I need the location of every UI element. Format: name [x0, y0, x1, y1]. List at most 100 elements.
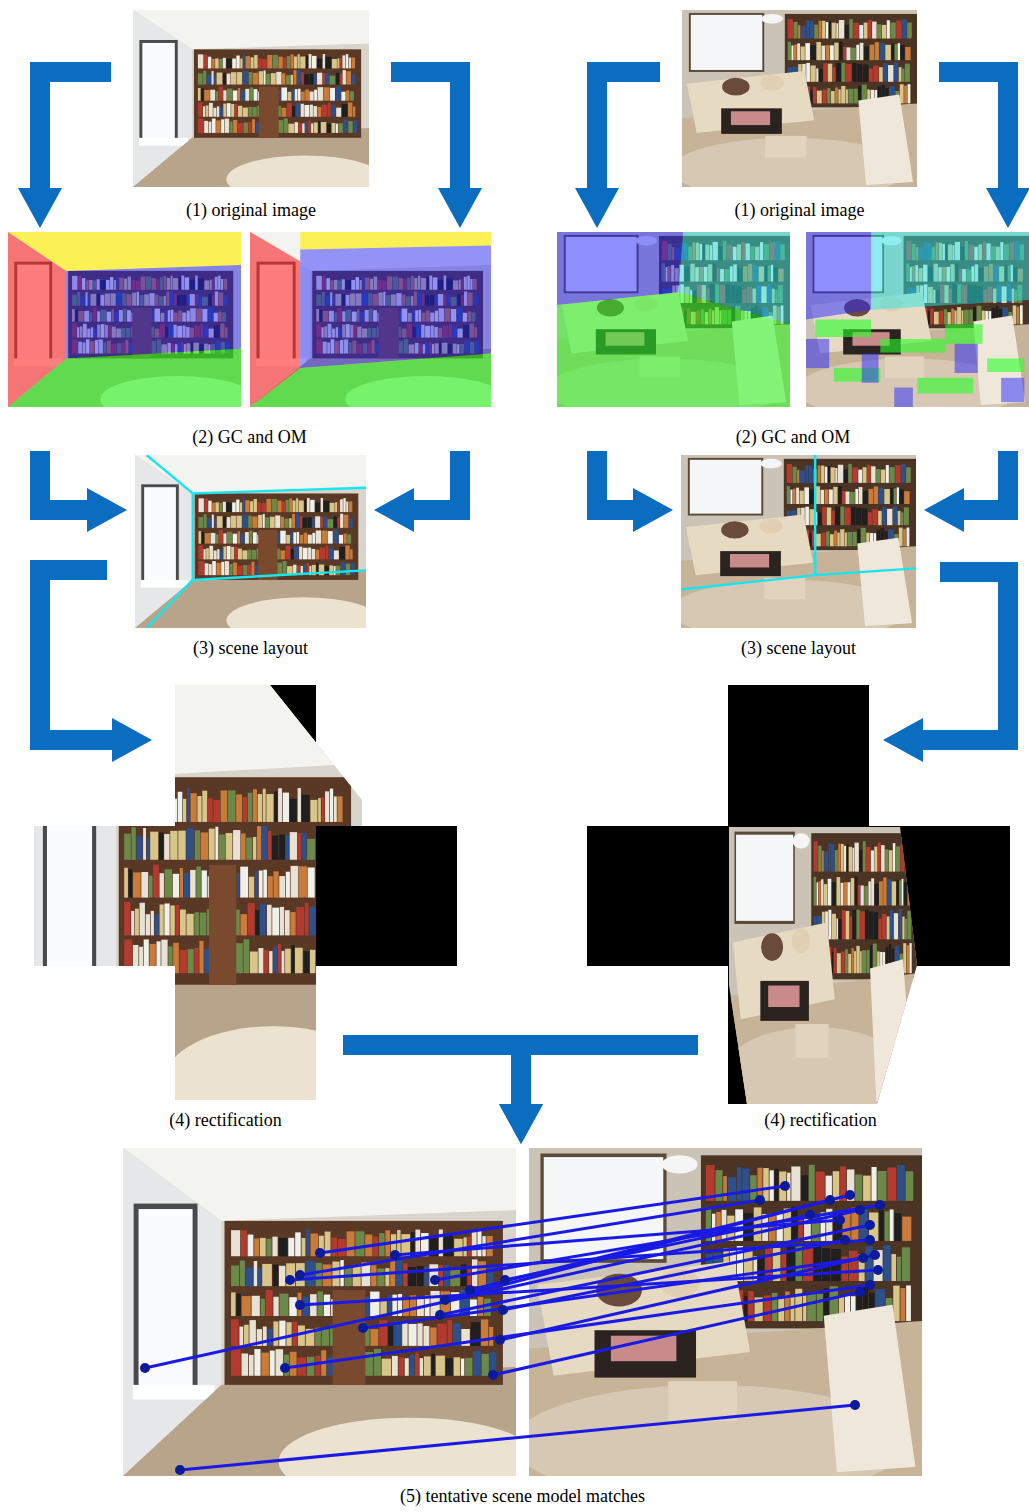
book	[273, 55, 278, 68]
book	[340, 58, 342, 69]
sofa	[686, 515, 813, 576]
book	[315, 864, 322, 898]
book	[399, 1357, 404, 1376]
wall-label-region	[862, 354, 879, 383]
book	[837, 877, 841, 905]
book	[858, 885, 860, 906]
book	[223, 104, 226, 117]
book	[824, 852, 828, 872]
book	[819, 69, 823, 82]
book	[228, 790, 236, 822]
book	[834, 531, 837, 547]
book	[316, 951, 319, 973]
wall-label-region	[955, 344, 978, 373]
book	[302, 1238, 306, 1256]
book	[832, 23, 836, 39]
book	[349, 501, 353, 512]
book	[317, 73, 322, 85]
window-sill	[133, 1385, 215, 1400]
book	[257, 826, 261, 860]
book	[245, 500, 249, 512]
book	[846, 89, 848, 103]
book	[862, 950, 866, 973]
book	[794, 45, 797, 61]
book	[825, 467, 828, 483]
book	[858, 470, 862, 483]
book	[830, 45, 834, 60]
book	[907, 527, 910, 546]
book	[308, 120, 310, 132]
book	[266, 1290, 273, 1316]
book	[481, 1319, 488, 1345]
book	[408, 1324, 416, 1346]
book	[309, 92, 313, 101]
book	[215, 502, 218, 512]
book	[170, 831, 177, 860]
book	[377, 1269, 384, 1287]
layout-photo	[681, 455, 916, 628]
book	[278, 120, 283, 133]
cabinet	[333, 1290, 366, 1385]
flow-arrow	[391, 72, 460, 188]
book	[837, 533, 839, 547]
book	[231, 516, 236, 528]
book	[198, 119, 204, 133]
book	[301, 72, 303, 84]
book	[212, 561, 216, 575]
book	[301, 104, 304, 117]
book	[728, 1177, 737, 1201]
book	[240, 914, 247, 935]
book	[248, 1235, 254, 1257]
book	[341, 92, 345, 101]
book	[853, 23, 859, 39]
book	[837, 953, 841, 973]
magazine	[731, 111, 770, 125]
book	[321, 517, 323, 528]
book	[928, 311, 930, 324]
book	[227, 89, 232, 101]
window-sill	[141, 580, 189, 588]
book	[810, 45, 815, 60]
book	[484, 1299, 491, 1316]
illustration	[557, 232, 1029, 407]
book	[330, 873, 334, 897]
book	[325, 791, 329, 822]
book	[403, 1299, 409, 1316]
book	[211, 533, 216, 544]
book	[856, 45, 859, 60]
book	[845, 949, 848, 973]
sofa	[226, 597, 366, 628]
front-label-region	[300, 246, 491, 369]
book	[196, 867, 201, 898]
book	[279, 90, 281, 101]
book	[245, 532, 249, 544]
book	[344, 515, 349, 528]
book	[212, 59, 215, 69]
book	[249, 531, 252, 544]
book	[293, 532, 296, 543]
book	[312, 533, 315, 544]
book	[286, 872, 290, 898]
book	[806, 63, 810, 82]
book	[221, 790, 228, 821]
book	[853, 532, 857, 546]
book	[894, 913, 898, 939]
book	[266, 1239, 271, 1257]
book	[477, 1230, 481, 1256]
layout-line	[814, 455, 816, 575]
book	[330, 88, 335, 101]
book	[899, 528, 903, 547]
book	[160, 904, 164, 935]
flow-arrow	[343, 1045, 521, 1104]
book	[187, 788, 190, 822]
book	[217, 549, 219, 559]
book	[410, 1355, 415, 1376]
book	[342, 55, 345, 68]
book	[323, 1265, 332, 1287]
book	[250, 952, 258, 974]
book	[132, 789, 137, 822]
book	[204, 498, 207, 512]
book	[871, 850, 874, 871]
book	[897, 487, 899, 504]
book	[278, 788, 282, 822]
